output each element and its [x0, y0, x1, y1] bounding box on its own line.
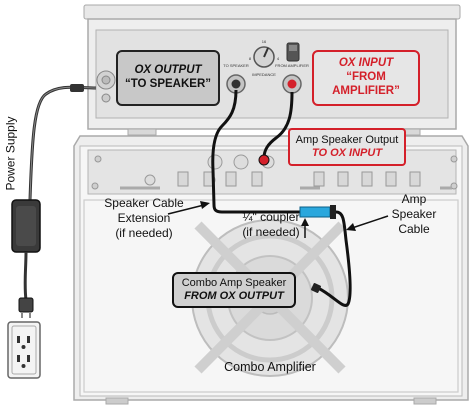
impedance-4: 4 — [277, 56, 280, 61]
arrow-speaker-cable-extension — [167, 204, 205, 215]
power-supply-label: Power Supply — [3, 116, 18, 191]
speaker-cable-extension-label: Speaker Cable Extension (if needed) — [96, 196, 192, 241]
amp-speaker-output-callout: Amp Speaker Output TO OX INPUT — [288, 128, 406, 166]
ox-input-callout: OX INPUT “FROM AMPLIFIER” — [312, 50, 420, 106]
impedance-16: 16 — [262, 39, 267, 44]
ox-output-callout: OX OUTPUT “TO SPEAKER” — [116, 50, 220, 106]
impedance-label: IMPEDANCE — [252, 72, 276, 77]
speaker-cable-extension — [211, 89, 300, 214]
amp-speaker-output-line2: TO OX INPUT — [311, 147, 383, 159]
ox-output-subtitle: “TO SPEAKER” — [124, 78, 212, 90]
power-supply — [11, 84, 97, 318]
combo-speaker-line1: Combo Amp Speaker — [181, 276, 287, 289]
amp-speaker-cable-label: Amp Speaker Cable — [386, 192, 442, 237]
coupler-line2: (if needed) — [242, 225, 300, 239]
speaker-cable-extension-line1: Speaker Cable — [104, 196, 184, 210]
combo-speaker-callout: Combo Amp Speaker FROM OX OUTPUT — [172, 272, 296, 308]
amp-speaker-cable-line3: Cable — [398, 222, 430, 236]
to-speaker-jack-label: TO SPEAKER — [223, 63, 249, 68]
speaker-cable-extension-line3: (if needed) — [115, 226, 173, 240]
amp-speaker-cable-line1: Amp — [401, 192, 427, 206]
combo-amplifier — [73, 135, 469, 405]
arrow-amp-speaker-cable — [351, 215, 389, 229]
wall-outlet — [7, 321, 41, 379]
speaker-cable-extension-line2: Extension — [117, 211, 171, 225]
coupler-line1: ¼" coupler — [242, 210, 300, 224]
red-cable — [262, 91, 294, 159]
amp-speaker-output-line1: Amp Speaker Output — [295, 133, 399, 146]
ox-output-title: OX OUTPUT — [134, 64, 202, 77]
ox-input-title: OX INPUT — [338, 57, 394, 70]
amp-speaker-cable-line2: Speaker — [391, 207, 437, 221]
coupler — [299, 206, 331, 218]
combo-speaker-line2: FROM OX OUTPUT — [184, 290, 284, 302]
ox-input-subtitle: “FROM AMPLIFIER” — [332, 71, 400, 97]
coupler-label: ¼" coupler (if needed) — [238, 210, 304, 240]
amp-speaker-cable — [317, 210, 352, 307]
impedance-8: 8 — [249, 56, 252, 61]
from-amplifier-jack-label: FROM AMPLIFIER — [275, 63, 309, 68]
combo-amplifier-label: Combo Amplifier — [224, 360, 316, 374]
